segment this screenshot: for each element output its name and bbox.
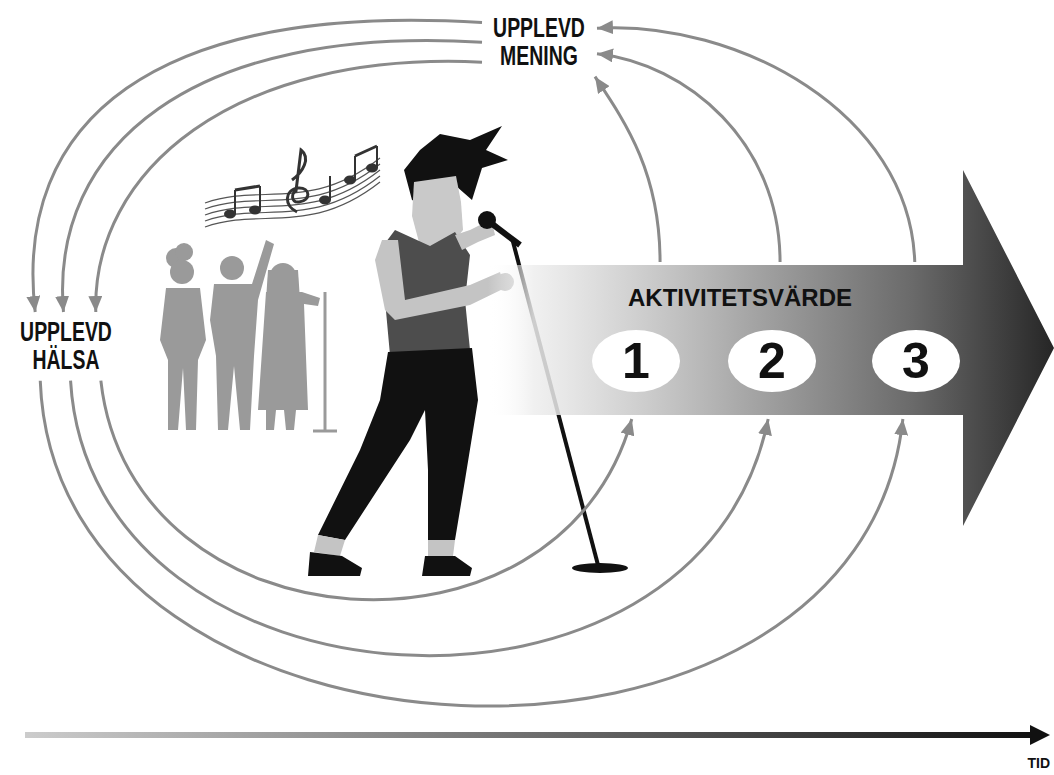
null-part-part <box>234 190 236 214</box>
connector-arrow <box>96 61 482 312</box>
number-text: 3 <box>872 330 960 392</box>
heading-text: UPPLEVD MENING <box>488 14 589 71</box>
band-mic-stand <box>313 292 337 431</box>
connector-arrow <box>595 77 660 262</box>
axis-label: TID <box>1027 756 1050 771</box>
arrow-body <box>488 170 1054 526</box>
singer-figure-part <box>318 348 478 540</box>
null-part <box>225 146 377 218</box>
health-heading: UPPLEVD HÄLSA <box>15 318 116 375</box>
number-text: 1 <box>592 330 680 392</box>
connector-arrow <box>71 381 769 656</box>
time-axis <box>25 725 1050 745</box>
meaning-heading: UPPLEVD MENING <box>488 14 589 71</box>
band-silhouettes <box>160 240 320 430</box>
null-part-part <box>259 186 261 210</box>
connector-arrow <box>597 54 780 262</box>
singer-figure-part <box>375 240 505 320</box>
null-part-part <box>345 177 355 184</box>
value-number: 3 <box>872 330 960 392</box>
singer-figure-part <box>308 552 472 576</box>
singer-figure-part <box>314 535 455 556</box>
null-part-part <box>355 146 377 156</box>
value-number: 1 <box>592 330 680 392</box>
null-part-part <box>367 165 377 172</box>
singer-figure-part <box>478 211 496 229</box>
activity-value-arrow: AKTIVITETSVÄRDE 123 <box>488 170 1054 526</box>
connector-arrow <box>40 381 903 706</box>
music-notes-part <box>287 150 308 212</box>
band-silhouettes-part <box>220 256 244 280</box>
band-mic-stand-part <box>313 430 337 433</box>
null-part-part <box>329 176 331 200</box>
band-silhouettes-part <box>170 260 194 284</box>
connector-arrow <box>63 41 482 312</box>
number-text: 2 <box>728 330 816 392</box>
null-part-part <box>225 211 235 218</box>
singer-figure-part <box>572 563 628 573</box>
connector-arrow <box>33 20 482 312</box>
music-notes <box>205 146 380 227</box>
null-part-part <box>235 186 260 190</box>
null-part-part <box>250 207 260 214</box>
null-part-part <box>376 146 378 168</box>
time-axis-part <box>25 732 1033 738</box>
band-silhouettes-part <box>160 288 206 430</box>
band-mic-stand-part <box>324 292 327 430</box>
band-silhouettes-part <box>175 243 193 261</box>
value-number: 2 <box>728 330 816 392</box>
music-notes-part <box>205 164 380 209</box>
band-silhouettes-part <box>258 292 320 430</box>
null-part-part <box>320 197 330 204</box>
null-part-part <box>354 156 356 180</box>
heading-text: UPPLEVD HÄLSA <box>15 318 116 375</box>
connector-arrow <box>597 28 915 262</box>
time-axis-part <box>1030 725 1050 745</box>
arrow-label: AKTIVITETSVÄRDE <box>608 284 872 312</box>
